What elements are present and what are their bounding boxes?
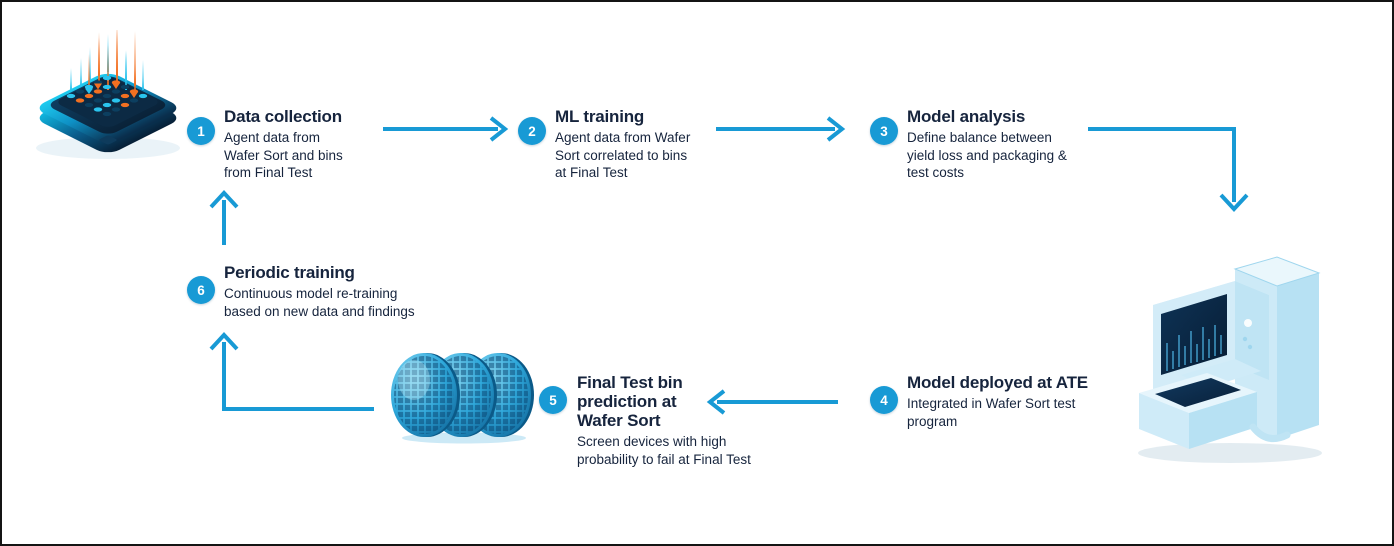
arrow-step1-to-step2 [383, 116, 509, 142]
arrow-step3-to-step4 [1088, 127, 1249, 212]
arrow-step6-to-step1 [209, 190, 239, 245]
step-4-description: Integrated in Wafer Sort test program [907, 396, 1076, 429]
step-1-title: Data collection [224, 107, 342, 126]
step-6-title: Periodic training [224, 263, 355, 282]
step-3-title: Model analysis [907, 107, 1026, 126]
arrow-step5-to-step6 [209, 332, 374, 411]
chip-illustration [36, 30, 180, 159]
step-6-number-badge: 6 [187, 276, 215, 304]
step-5-number-badge: 5 [539, 386, 567, 414]
step-6-description: Continuous model re-training based on ne… [224, 286, 415, 319]
ate-machine-illustration [1138, 256, 1322, 463]
chip-dot-grid [66, 75, 148, 117]
step-2-number-badge: 2 [518, 117, 546, 145]
arrow-step2-to-step3 [716, 116, 846, 142]
ate-tray [1139, 359, 1261, 449]
wafers-illustration [391, 353, 534, 444]
step-4-title: Model deployed at ATE [907, 373, 1088, 392]
step-5-title: Final Test bin prediction at Wafer Sort [577, 373, 683, 430]
step-2-description: Agent data from Wafer Sort correlated to… [555, 130, 691, 180]
chip-data-streams [70, 30, 144, 95]
wafer-1 [391, 353, 460, 437]
step-4-number-badge: 4 [870, 386, 898, 414]
step-1-number-badge: 1 [187, 117, 215, 145]
step-2-title: ML training [555, 107, 645, 126]
step-1-description: Agent data from Wafer Sort and bins from… [224, 130, 343, 180]
step-3-description: Define balance between yield loss and pa… [907, 130, 1067, 180]
step-5-description: Screen devices with high probability to … [577, 434, 751, 467]
ate-monitor [1153, 281, 1269, 392]
step-3-number-badge: 3 [870, 117, 898, 145]
